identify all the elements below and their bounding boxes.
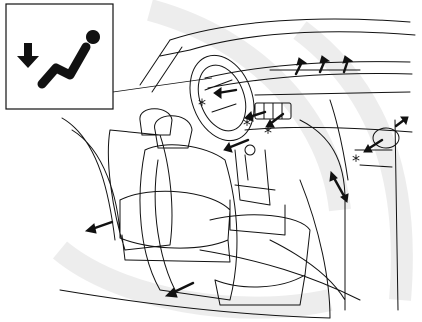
marker-asterisk-steering: *: [198, 95, 206, 114]
marker-asterisk-center-right: *: [264, 123, 272, 142]
leader-line: [113, 78, 212, 92]
inset-box: [6, 4, 113, 109]
marker-asterisk-center-left: *: [243, 115, 251, 134]
marker-asterisk-right-vent: *: [352, 151, 360, 170]
